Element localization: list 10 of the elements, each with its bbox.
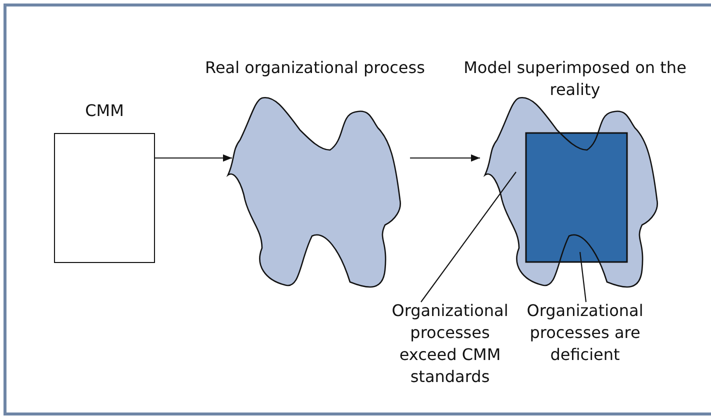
heading: Model superimposed on the reality <box>462 57 688 101</box>
leader-line <box>420 172 516 302</box>
deficient-process-region <box>526 133 627 262</box>
leader-line <box>579 252 587 302</box>
arrow <box>410 154 480 162</box>
annotation-text: Organizational processes are deficient <box>526 300 644 366</box>
heading: CMM <box>84 100 125 122</box>
heading: Real organizational process <box>204 57 426 79</box>
annotation-text: Organizational processes exceed CMM standards <box>390 300 510 388</box>
arrow <box>155 154 232 162</box>
